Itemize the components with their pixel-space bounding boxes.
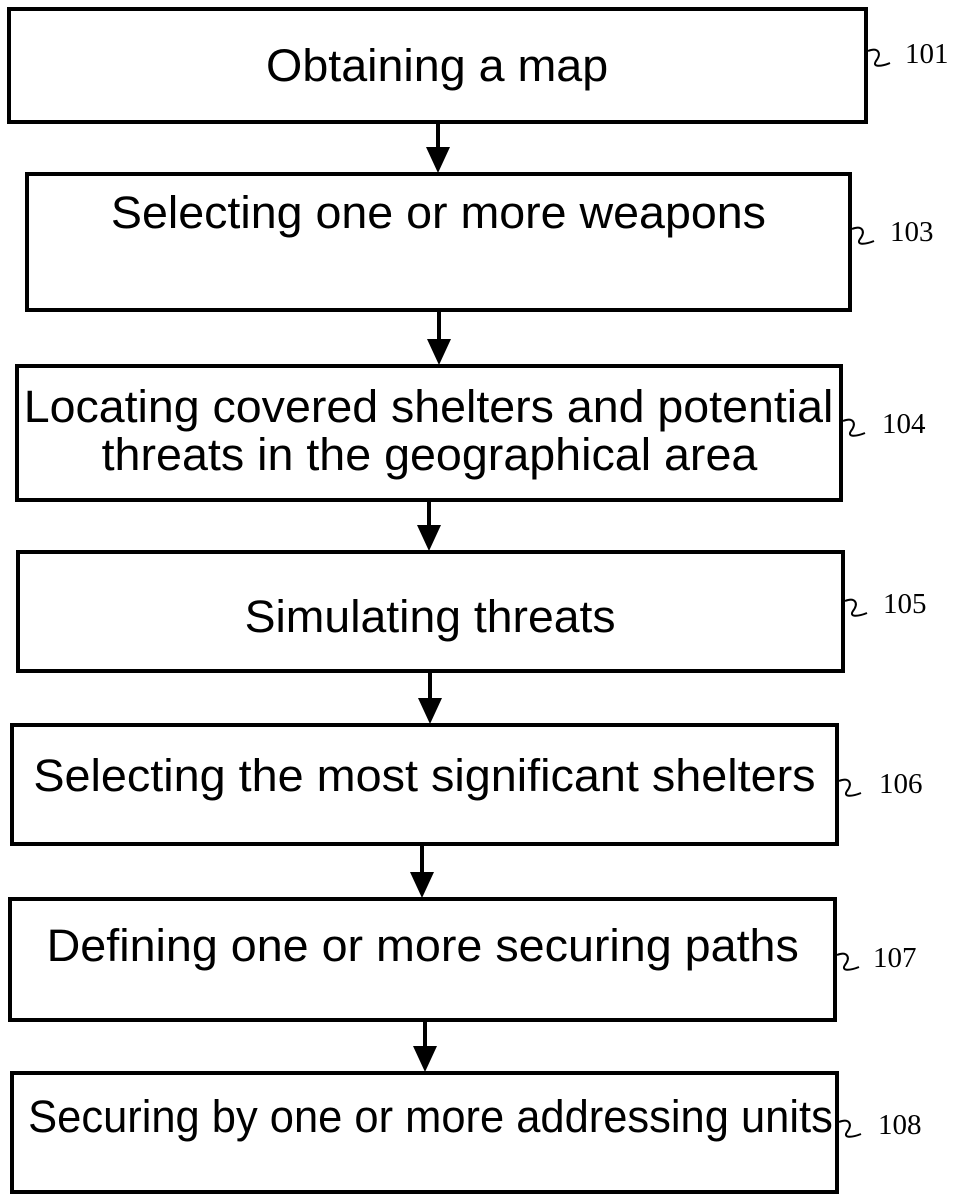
lead-line-101: [867, 48, 891, 67]
step-label-108: Securing by one or more addressing units: [28, 1091, 833, 1142]
step-label-107: Defining one or more securing paths: [46, 920, 799, 971]
lead-line-103: [851, 226, 875, 245]
arrow-101-to-103: [426, 124, 450, 173]
arrow-106-to-107: [410, 846, 434, 898]
lead-line-107: [836, 952, 860, 971]
ref-number-101: 101: [905, 38, 949, 70]
step-label-104-line-1: Locating covered shelters and potential: [24, 381, 834, 432]
step-box-104: Locating covered shelters and potential …: [15, 364, 843, 502]
arrow-105-to-106: [418, 673, 442, 724]
step-box-101: Obtaining a map: [7, 7, 868, 124]
step-label-106: Selecting the most significant shelters: [33, 750, 816, 801]
lead-line-105: [844, 598, 868, 617]
step-label-104-line-2: threats in the geographical area: [101, 429, 757, 480]
ref-number-104: 104: [882, 408, 926, 440]
arrow-head: [427, 339, 451, 365]
arrow-head: [426, 147, 450, 173]
arrow-head: [418, 698, 442, 724]
step-box-108: Securing by one or more addressing units: [10, 1071, 839, 1194]
step-box-105: Simulating threats: [16, 550, 845, 673]
arrow-head: [417, 525, 441, 551]
arrow-head: [413, 1046, 437, 1072]
ref-number-107: 107: [873, 942, 917, 974]
step-box-106: Selecting the most significant shelters: [10, 723, 839, 846]
step-label-103: Selecting one or more weapons: [110, 187, 767, 238]
arrow-103-to-104: [427, 312, 451, 365]
step-label-101: Obtaining a map: [266, 40, 609, 91]
ref-number-106: 106: [879, 768, 923, 800]
ref-number-103: 103: [890, 216, 934, 248]
lead-line-104: [842, 418, 866, 437]
arrow-107-to-108: [413, 1022, 437, 1072]
step-box-107: Defining one or more securing paths: [8, 897, 837, 1022]
ref-number-105: 105: [883, 588, 927, 620]
step-box-103: Selecting one or more weapons: [25, 172, 852, 312]
ref-number-108: 108: [878, 1109, 922, 1141]
step-label-105: Simulating threats: [245, 591, 616, 642]
lead-line-106: [838, 778, 862, 797]
arrow-104-to-105: [417, 502, 441, 551]
arrow-head: [410, 872, 434, 898]
lead-line-108: [838, 1119, 862, 1138]
